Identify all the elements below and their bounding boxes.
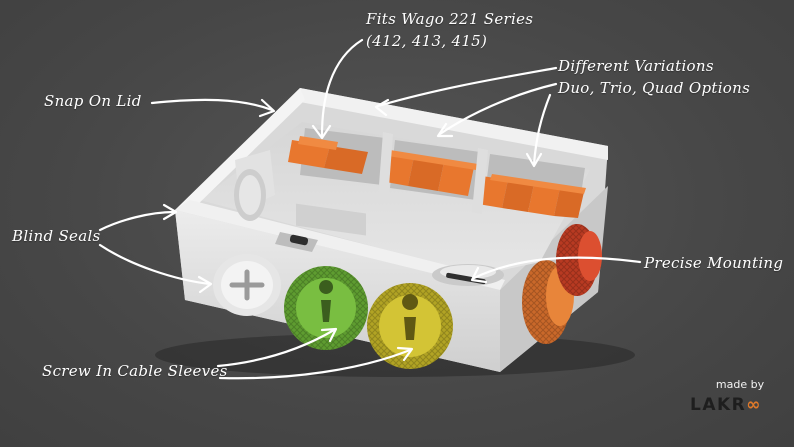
label-snap-on-lid: Snap On Lid (44, 92, 142, 110)
sleeve-red (556, 224, 602, 296)
sleeve-yellow (367, 283, 453, 369)
label-variation-options: Duo, Trio, Quad Options (558, 79, 751, 97)
wago-duo (288, 136, 368, 236)
brand-name: LAKR∞ (690, 395, 780, 415)
arrow-blind-seal-1 (98, 210, 176, 232)
arrow-precise-mounting (472, 256, 642, 280)
arrow-blind-seal-2 (98, 243, 212, 286)
label-blind-seals: Blind Seals (12, 227, 101, 245)
sleeve-orange (522, 260, 574, 344)
infinity-icon: ∞ (746, 395, 761, 415)
label-different-variations: Different Variations (558, 57, 714, 75)
label-screw-in-sleeves: Screw In Cable Sleeves (42, 362, 228, 380)
arrow-fits-wago (320, 38, 364, 137)
arrow-snap-lid (150, 98, 274, 112)
label-precise-mounting: Precise Mounting (644, 254, 784, 272)
blind-seal (213, 254, 281, 316)
label-fits-wago: Fits Wago 221 Series (366, 10, 534, 28)
brand-logo: made by LAKR∞ (690, 378, 780, 415)
arrow-sleeve-2 (218, 348, 412, 380)
annotation-arrows (98, 38, 642, 380)
brand-name-text: LAKR (690, 395, 747, 415)
wago-connectors (288, 128, 586, 236)
brand-made-by: made by (715, 378, 765, 391)
sleeve-green (284, 266, 368, 350)
arrow-variation-1 (376, 66, 558, 108)
arrow-variation-3 (532, 93, 552, 166)
label-fits-wago-models: (412, 413, 415) (366, 32, 488, 50)
arrow-sleeve-1 (216, 328, 336, 368)
arrow-variation-2 (438, 82, 558, 136)
wago-quad (478, 174, 586, 218)
